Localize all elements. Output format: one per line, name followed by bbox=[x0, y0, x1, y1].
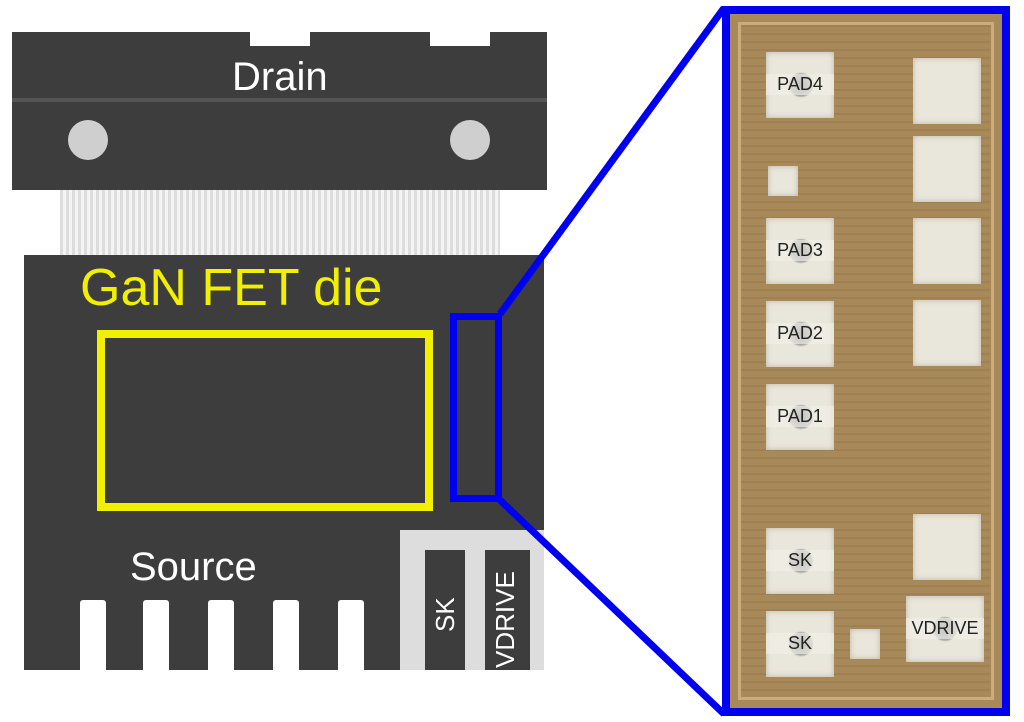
pad-pad2: PAD2 bbox=[766, 301, 834, 367]
pad bbox=[913, 300, 981, 366]
vdrive-lead bbox=[485, 550, 530, 670]
drain-label: Drain bbox=[232, 55, 328, 99]
pad-sk-1: SK bbox=[766, 528, 834, 594]
zoom-source-box bbox=[450, 313, 502, 502]
pad bbox=[913, 514, 981, 580]
drain-notch bbox=[250, 32, 310, 46]
die-label: GaN FET die bbox=[80, 259, 383, 317]
pad-pad3: PAD3 bbox=[766, 218, 834, 284]
pad-pad1: PAD1 bbox=[766, 384, 834, 450]
small-pad bbox=[850, 629, 880, 659]
drain-edge bbox=[12, 98, 547, 102]
pad-sk-2: SK bbox=[766, 611, 834, 677]
mount-hole bbox=[450, 120, 490, 160]
pad-pad4: PAD4 bbox=[766, 52, 834, 118]
die-highlight-box bbox=[97, 330, 433, 511]
drain-notch bbox=[430, 32, 490, 46]
source-label: Source bbox=[130, 545, 257, 589]
die-zoom-view: PAD4 PAD3 PAD2 PAD1 SK SK VDRIVE bbox=[722, 6, 1010, 716]
pad bbox=[913, 58, 981, 124]
pad bbox=[913, 218, 981, 284]
bond-wires bbox=[60, 190, 500, 255]
mount-hole bbox=[68, 120, 108, 160]
small-pad bbox=[768, 166, 798, 196]
pad-vdrive: VDRIVE bbox=[906, 596, 984, 662]
sk-lead bbox=[425, 550, 465, 670]
pad bbox=[913, 136, 981, 202]
drain-lead bbox=[12, 32, 547, 190]
